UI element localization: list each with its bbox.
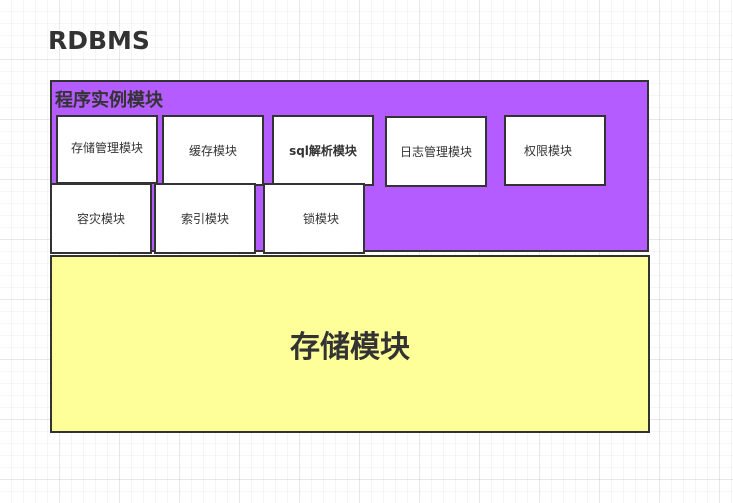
storage-module-box: 存储模块 — [50, 255, 650, 433]
lock-module: 锁模块 — [263, 183, 365, 254]
diagram-title: RDBMS — [48, 26, 150, 55]
disaster-recovery-module: 容灾模块 — [50, 183, 152, 254]
module-label: 锁模块 — [303, 212, 340, 226]
program-instance-module-label: 程序实例模块 — [55, 90, 163, 111]
sql-parse-module: sql解析模块 — [272, 115, 374, 186]
module-label: sql解析模块 — [289, 144, 357, 158]
cache-module: 缓存模块 — [162, 115, 264, 186]
module-label: 权限模块 — [524, 144, 573, 158]
storage-module-label: 存储模块 — [290, 330, 410, 365]
index-module: 索引模块 — [154, 183, 256, 254]
permission-module: 权限模块 — [504, 115, 606, 186]
module-label: 容灾模块 — [76, 212, 125, 226]
module-label: 缓存模块 — [188, 144, 237, 158]
module-label: 索引模块 — [180, 212, 229, 226]
log-management-module: 日志管理模块 — [385, 116, 487, 187]
module-label: 存储管理模块 — [70, 141, 143, 155]
module-label: 日志管理模块 — [399, 145, 472, 159]
storage-management-module: 存储管理模块 — [56, 115, 158, 184]
